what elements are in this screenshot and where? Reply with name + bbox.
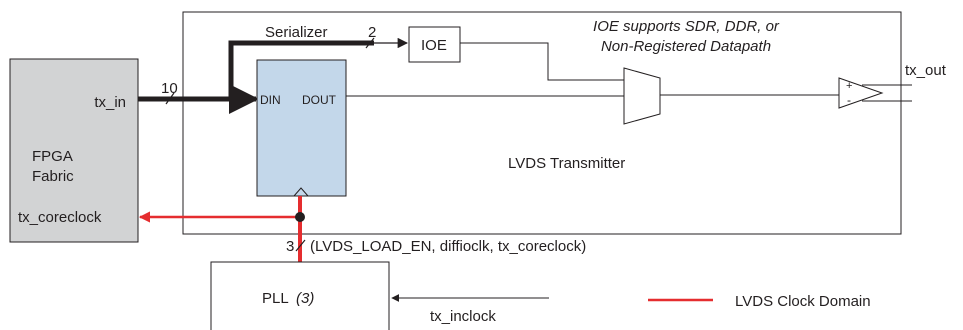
ioe-label: IOE [421,37,447,54]
pll-outputs-label: (LVDS_LOAD_EN, diffioclk, tx_coreclock) [310,238,586,255]
dout-label: DOUT [302,93,337,107]
fpga-fabric-block [9,58,139,243]
ioe-note-line2: Non-Registered Datapath [601,38,771,55]
fpga-label: FPGA [32,148,73,165]
din-label: DIN [260,93,281,107]
lvds-output-buffer [838,77,884,109]
datapath-mux [623,67,661,125]
buffer-minus: - [847,93,851,107]
ioe-block [408,26,461,63]
tx-coreclock-label: tx_coreclock [18,209,102,226]
legend-label: LVDS Clock Domain [735,293,871,310]
tx-in-label: tx_in [94,94,126,111]
clock-input-triangle [293,187,309,197]
lvds-transmitter-box [182,11,902,235]
input-bus-slash [165,92,175,105]
tx-out-label: tx_out [905,62,947,79]
ioe-note-line1: IOE supports SDR, DDR, or [593,18,780,35]
pll-block [210,261,390,330]
clock-junction-dot [295,212,305,222]
serializer-block [256,59,347,197]
pll-bus-slash [295,239,306,252]
input-bus-width: 10 [161,80,178,97]
ioe-bus-slash [365,37,375,49]
input-bus [138,40,374,102]
pll-name: PLL [262,290,289,307]
pll-note: (3) [296,290,314,307]
ioe-to-mux-line [460,42,624,81]
lvds-transmitter-label: LVDS Transmitter [508,155,625,172]
serializer-label: Serializer [265,24,328,41]
fabric-label: Fabric [32,168,74,185]
pll-bus-width: 3 [286,238,294,255]
buffer-plus: + [846,80,852,92]
ioe-bus-width: 2 [368,24,376,41]
tx-inclock-label: tx_inclock [430,308,496,325]
